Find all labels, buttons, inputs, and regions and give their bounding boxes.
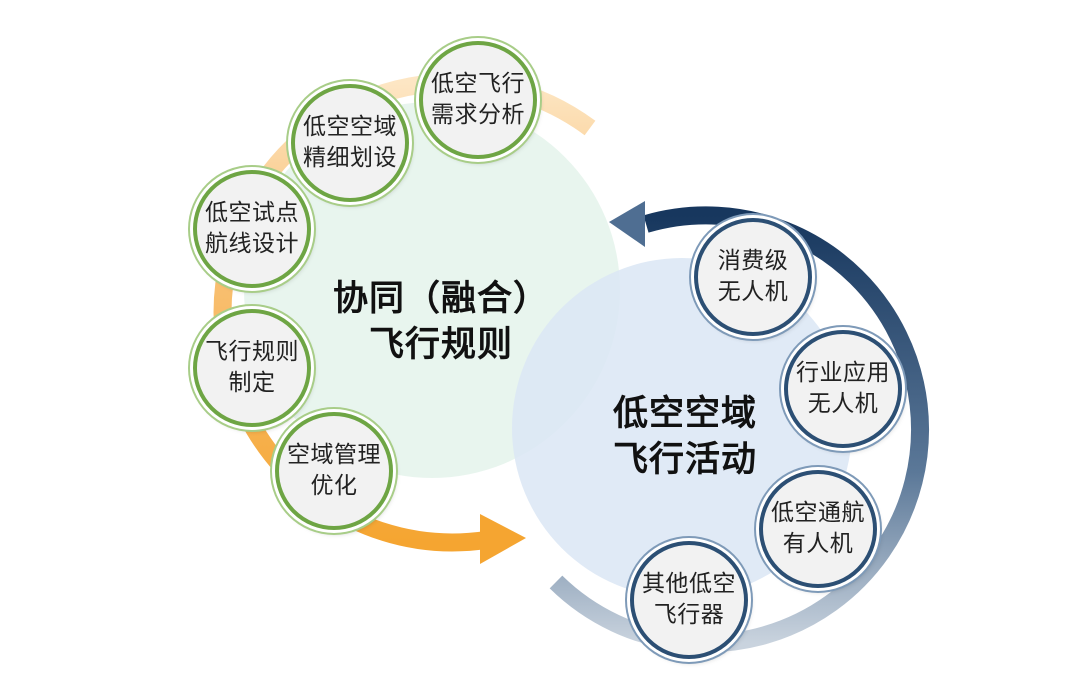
node-text-line1: 空域管理 [287, 442, 381, 468]
navy-arrow-head [609, 201, 645, 247]
node-text-line2: 航线设计 [205, 231, 299, 257]
node-text-line1: 低空空域 [303, 114, 397, 140]
node-text-line2: 优化 [310, 473, 358, 499]
node-text-line1: 低空通航 [771, 500, 865, 526]
node-flight-rule-making: 飞行规则 制定 [193, 309, 311, 427]
node-pilot-route-design: 低空试点 航线设计 [193, 170, 311, 288]
node-general-aviation-manned: 低空通航 有人机 [759, 470, 877, 588]
node-airspace-fine-division: 低空空域 精细划设 [291, 84, 409, 202]
node-text-line2: 无人机 [807, 391, 879, 417]
orange-arrow-head [480, 514, 526, 564]
left-group-title: 协同（融合） 飞行规则 [316, 276, 566, 368]
node-low-altitude-demand-analysis: 低空飞行 需求分析 [419, 41, 537, 159]
node-text-line2: 有人机 [782, 531, 854, 557]
node-airspace-management-optimization: 空域管理 优化 [275, 412, 393, 530]
node-text-line1: 行业应用 [796, 360, 890, 386]
node-text-line1: 低空飞行 [431, 71, 525, 97]
left-title-line2: 飞行规则 [368, 325, 513, 365]
node-other-low-altitude-aircraft: 其他低空 飞行器 [630, 541, 748, 659]
right-title-line2: 飞行活动 [612, 440, 757, 480]
node-text-line1: 消费级 [717, 248, 789, 274]
right-title-line1: 低空空域 [612, 394, 757, 434]
node-text-line2: 制定 [228, 370, 276, 396]
node-industry-drone: 行业应用 无人机 [784, 330, 902, 448]
node-text-line2: 精细划设 [303, 145, 397, 171]
node-consumer-drone: 消费级 无人机 [694, 218, 812, 336]
node-text-line2: 飞行器 [653, 602, 725, 628]
right-group-title: 低空空域 飞行活动 [590, 391, 780, 483]
node-text-line1: 低空试点 [205, 200, 299, 226]
node-text-line1: 其他低空 [642, 571, 736, 597]
left-title-line1: 协同（融合） [332, 279, 549, 319]
node-text-line2: 需求分析 [431, 102, 525, 128]
node-text-line1: 飞行规则 [205, 339, 299, 365]
node-text-line2: 无人机 [717, 279, 789, 305]
